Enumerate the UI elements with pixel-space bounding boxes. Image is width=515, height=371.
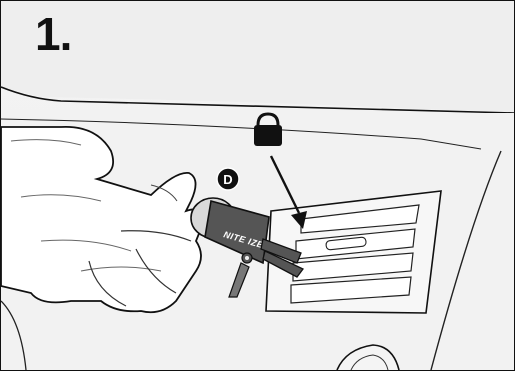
windshield bbox=[1, 1, 514, 113]
callout-letter: D bbox=[223, 172, 232, 187]
callout-badge: D bbox=[217, 168, 239, 190]
step-number: 1. bbox=[35, 7, 71, 61]
